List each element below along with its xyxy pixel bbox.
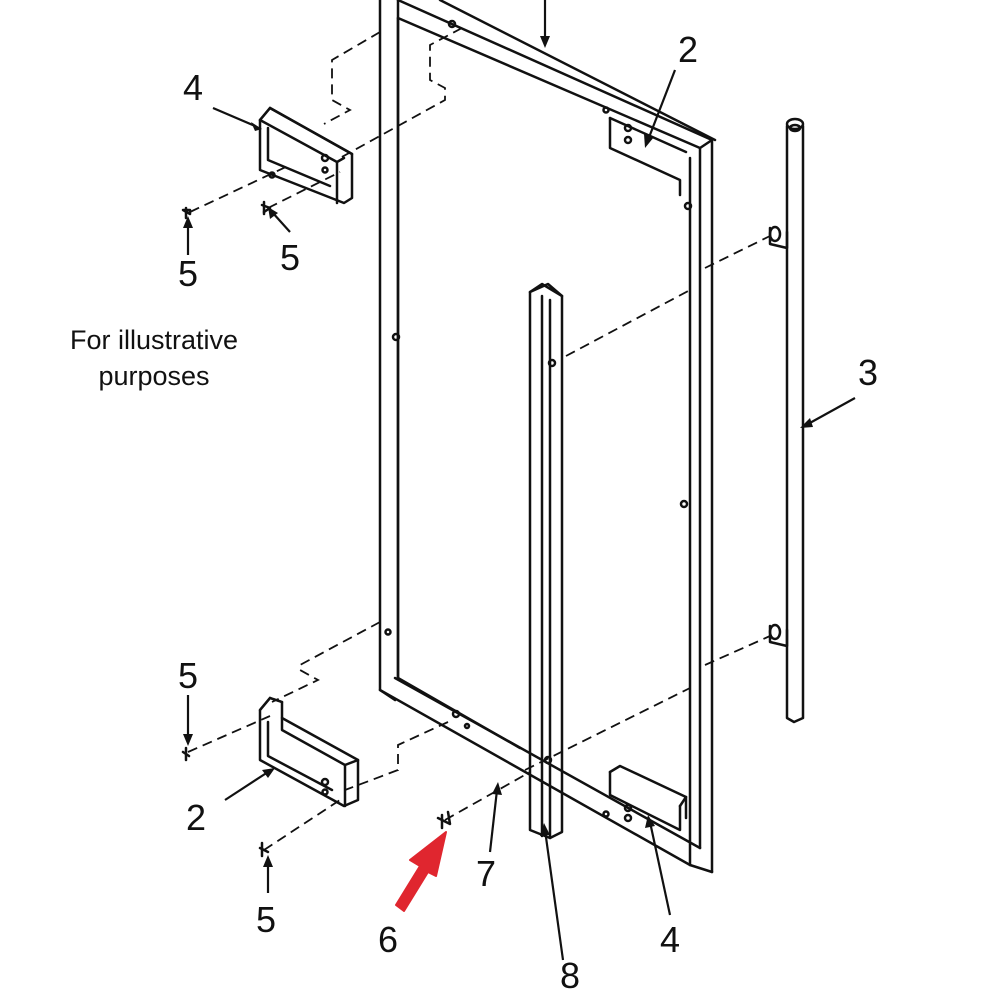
callout-6: 6 [378, 919, 399, 960]
door-frame [378, 0, 717, 874]
callout-5-top-left: 5 [178, 253, 199, 294]
trim-strip [528, 282, 564, 840]
callout-2-bottom-left: 2 [186, 797, 207, 838]
illustrative-note: For illustrative purposes [46, 322, 262, 394]
screws [181, 200, 452, 858]
callout-5-bottom-upper: 5 [178, 655, 199, 696]
callout-5-top-right: 5 [280, 237, 301, 278]
handle-bar [768, 117, 805, 724]
block-bottom-left [258, 696, 360, 808]
callout-2-top: 2 [678, 29, 699, 70]
note-line-1: For illustrative [69, 325, 239, 355]
callout-7: 7 [476, 853, 497, 894]
bracket-top-right [608, 116, 688, 197]
callout-4-bottom-right: 4 [660, 919, 681, 960]
highlight-arrow [395, 831, 447, 912]
block-bottom-right [608, 764, 688, 832]
callout-4-top-left: 4 [183, 67, 204, 108]
note-line-2: purposes [98, 361, 210, 391]
callout-5-bottom-lower: 5 [256, 899, 277, 940]
block-top-left [258, 106, 354, 205]
callout-3-handle: 3 [858, 352, 879, 393]
callout-8: 8 [560, 955, 581, 996]
